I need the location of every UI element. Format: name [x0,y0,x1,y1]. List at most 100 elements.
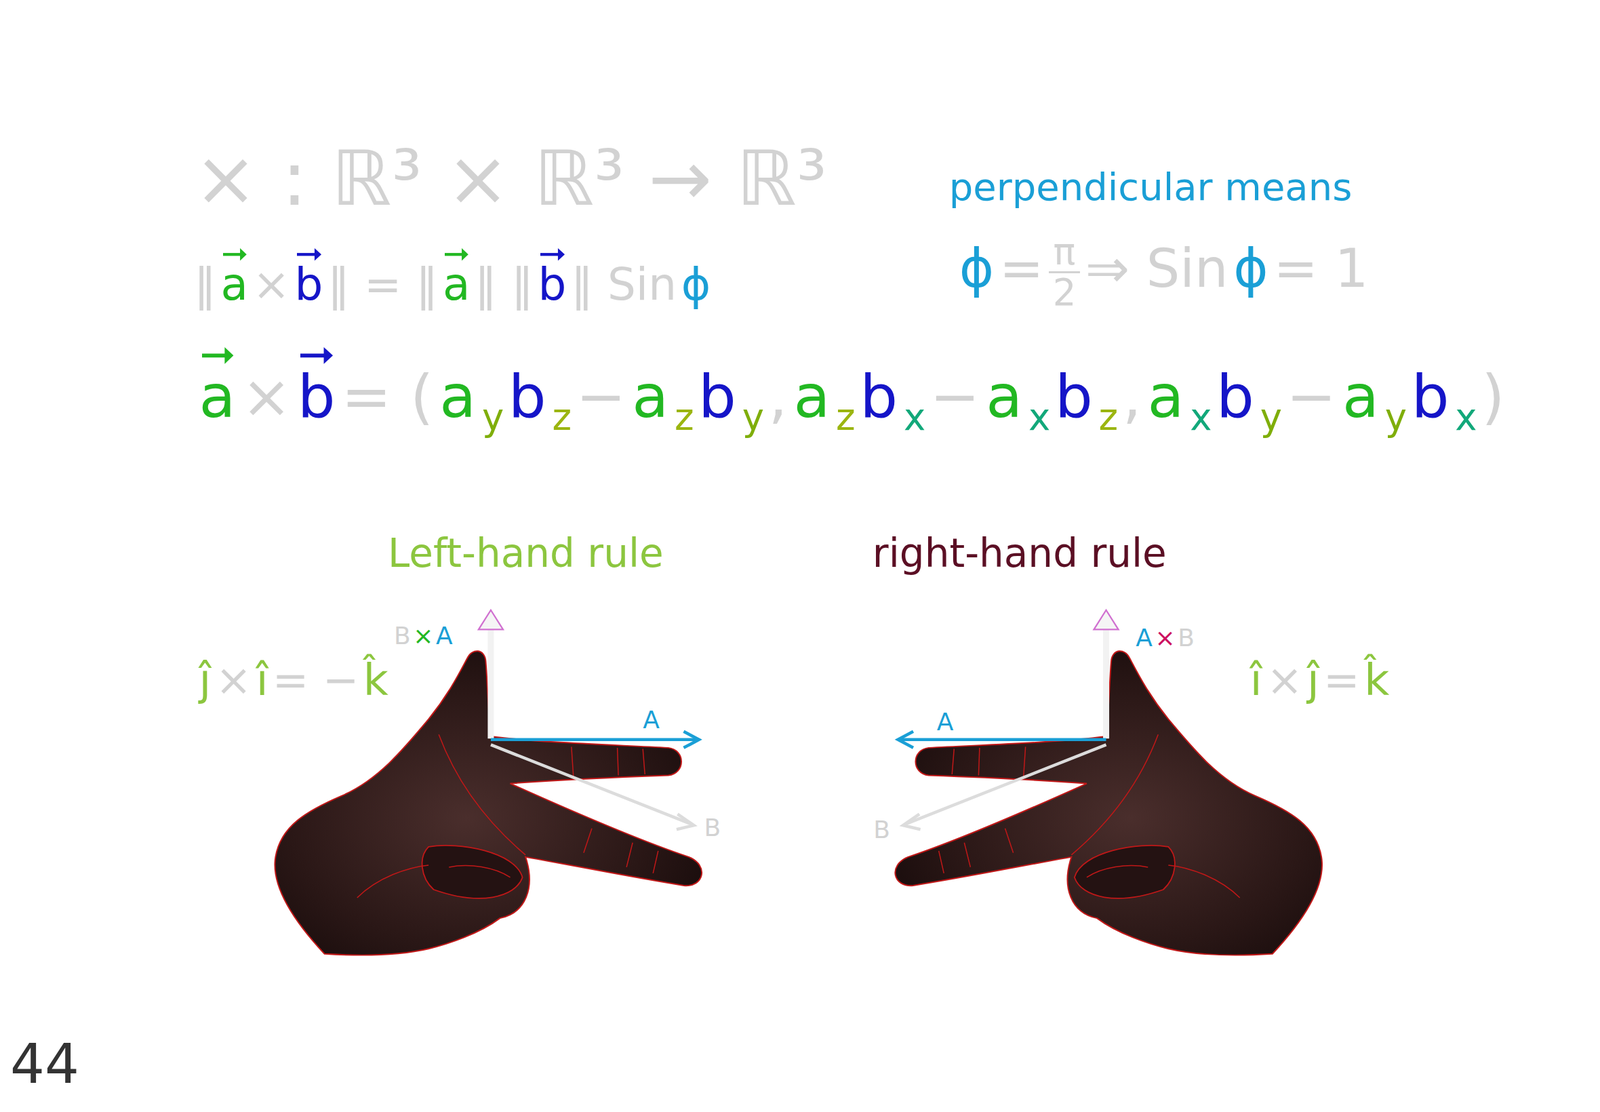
formula-symbol: − [1286,361,1337,432]
formula-symbol: b [1411,361,1450,432]
fraction-numerator: π [1048,232,1080,274]
text-row: ϕ=π2⇒ Sinϕ= 1 [959,232,1369,313]
formula-symbol: , [768,361,788,432]
formula-symbol: y [742,395,765,439]
formula-symbol: ϕ [1233,237,1268,299]
vector-arrow-mark [300,347,333,365]
vector-label: × [1154,623,1175,652]
formula-symbol: y [1385,395,1407,439]
vector-arrow-mark [223,248,247,261]
vector-arrow-mark [444,248,469,261]
formula-symbol: b [297,359,336,434]
formula-symbol: × [1266,654,1304,706]
text-row: ‖a×b‖ = ‖a‖ ‖b‖ Sinϕ [193,256,711,314]
formula-symbol: y [1260,395,1283,439]
formula-symbol: z [551,395,572,439]
formula-symbol: b [859,361,898,432]
formula-symbol: z [835,395,856,439]
formula-symbol: î [256,654,269,706]
vector-arrow-mark [540,248,565,261]
text-row: Left-hand rule [387,528,664,579]
formula-symbol: ϕ [681,258,712,311]
formula-symbol: × : ℝ³ × ℝ³ → ℝ³ [193,134,828,223]
formula-symbol: a [198,359,236,434]
formula-symbol: − [576,361,627,432]
text-row: A [642,704,660,735]
text-row: 44 [10,1030,80,1099]
text-row: B [704,812,722,843]
formula-symbol: b [698,361,737,432]
formula-symbol: k̂ [363,654,389,706]
formula-symbol: z [674,395,695,439]
arrow-head [324,347,333,365]
formula-symbol: b [538,256,567,314]
formula-symbol: b [1216,361,1255,432]
formula-symbol: ) [1481,361,1505,432]
vector-label: A [642,705,660,734]
formula-symbol: î [1250,654,1263,706]
vector-arrow-mark [296,248,322,261]
formula-symbol: a [985,361,1023,432]
note-text: perpendicular means [949,164,1353,209]
formula-symbol: ‖ = ‖ [327,258,438,311]
formula-symbol: × [241,361,292,432]
formula-symbol: ‖ [193,258,217,311]
formula-symbol: ϕ [959,237,994,299]
text-row: A×B [1135,622,1195,653]
formula-symbol: x [1189,395,1212,439]
arrow-head [461,248,469,261]
vector-label: B [1177,623,1195,652]
formula-symbol: b [508,361,547,432]
formula-symbol: a [442,256,470,314]
formula-symbol: b [294,256,324,314]
formula-symbol: , [1122,361,1142,432]
formula-symbol: a [221,256,249,314]
vector-label: × [412,621,434,650]
right-hand [894,610,1323,956]
formula-symbol: z [1098,395,1119,439]
text-row: î×ĵ=k̂ [1250,652,1390,708]
formula-symbol: × [215,654,253,706]
formula-symbol: = 1 [1273,237,1369,299]
text-row: perpendicular means [949,163,1353,211]
formula-symbol: ‖ ‖ [474,258,534,311]
formula-symbol: = [999,237,1044,299]
formula-symbol: a [793,361,830,432]
formula-symbol: ‖ Sin [570,258,677,311]
formula-symbol: x [903,395,926,439]
text-row: right-hand rule [872,528,1167,579]
formula-symbol: ĵ [198,654,211,706]
formula-symbol: b [1054,361,1093,432]
fraction: π2 [1048,232,1080,313]
formula-symbol: a [439,361,476,432]
vector-label: B [873,815,891,844]
formula-symbol: a [1342,361,1379,432]
formula-symbol: = ( [341,361,434,432]
formula-symbol: − [930,361,981,432]
fraction-denominator: 2 [1048,273,1080,312]
text-row: a×b= (aybz−azby,azbx−axbz,axby−aybx) [198,359,1505,440]
vector-label: A [1135,623,1153,652]
formula-symbol: k̂ [1364,654,1390,706]
formula-symbol: ⇒ Sin [1085,237,1229,299]
text-row: A [936,706,954,737]
rule-heading: right-hand rule [872,530,1167,577]
text-row: ĵ×î= −k̂ [198,652,388,708]
formula-symbol: × [252,258,291,311]
vector-label: A [936,707,954,736]
formula-symbol: y [482,395,504,439]
formula-symbol: ĵ [1307,654,1320,706]
formula-symbol: a [1147,361,1185,432]
vector-label: B [393,621,411,650]
arrow-head [240,248,247,261]
formula-symbol: = − [272,654,360,706]
vector-label: B [704,813,722,842]
text-row: B [873,814,891,845]
arrow-head [314,248,322,261]
formula-symbol: = [1323,654,1360,706]
vector-label: A [435,621,453,650]
arrow-head [557,248,565,261]
formula-symbol: x [1454,395,1477,439]
vector-arrow-mark [202,347,234,365]
